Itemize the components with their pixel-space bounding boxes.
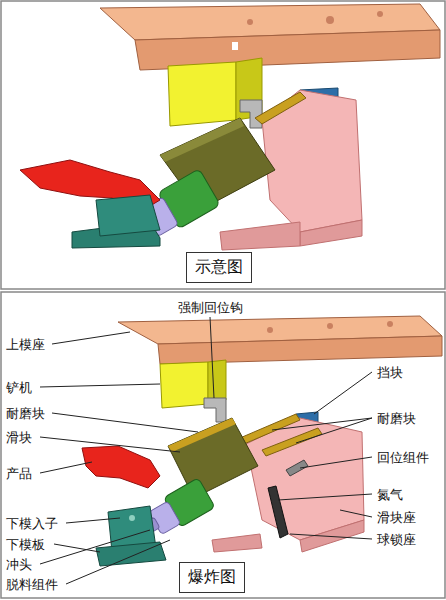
part-label: 冲头 bbox=[5, 557, 33, 572]
part-label: 球锁座 bbox=[376, 532, 417, 547]
part-label: 铲机 bbox=[5, 380, 33, 395]
exploded-view bbox=[82, 316, 442, 566]
part-label: 耐磨块 bbox=[376, 411, 417, 426]
part-label: 氮气 bbox=[376, 487, 404, 502]
part-label: 耐磨块 bbox=[5, 406, 46, 421]
part-label: 产品 bbox=[5, 466, 33, 481]
part-label: 脱料组件 bbox=[5, 577, 59, 592]
caption-box: 爆炸图 bbox=[179, 562, 245, 593]
panel-frame bbox=[1, 1, 445, 289]
caption-box: 示意图 bbox=[186, 252, 252, 283]
assembled-view bbox=[20, 4, 440, 250]
part-label: 强制回位钩 bbox=[177, 300, 244, 315]
part-label: 回位组件 bbox=[376, 450, 430, 465]
part-label: 上模座 bbox=[5, 337, 46, 352]
part-label: 下模入子 bbox=[5, 516, 59, 531]
leader-lines bbox=[40, 317, 372, 584]
caption-text: 示意图 bbox=[195, 257, 243, 276]
part-label: 下模板 bbox=[5, 537, 46, 552]
part-label: 滑块座 bbox=[376, 510, 417, 525]
caption-text: 爆炸图 bbox=[188, 567, 236, 586]
panel-frame bbox=[1, 292, 445, 598]
part-label: 滑块 bbox=[5, 430, 33, 445]
part-label: 挡块 bbox=[376, 365, 404, 380]
